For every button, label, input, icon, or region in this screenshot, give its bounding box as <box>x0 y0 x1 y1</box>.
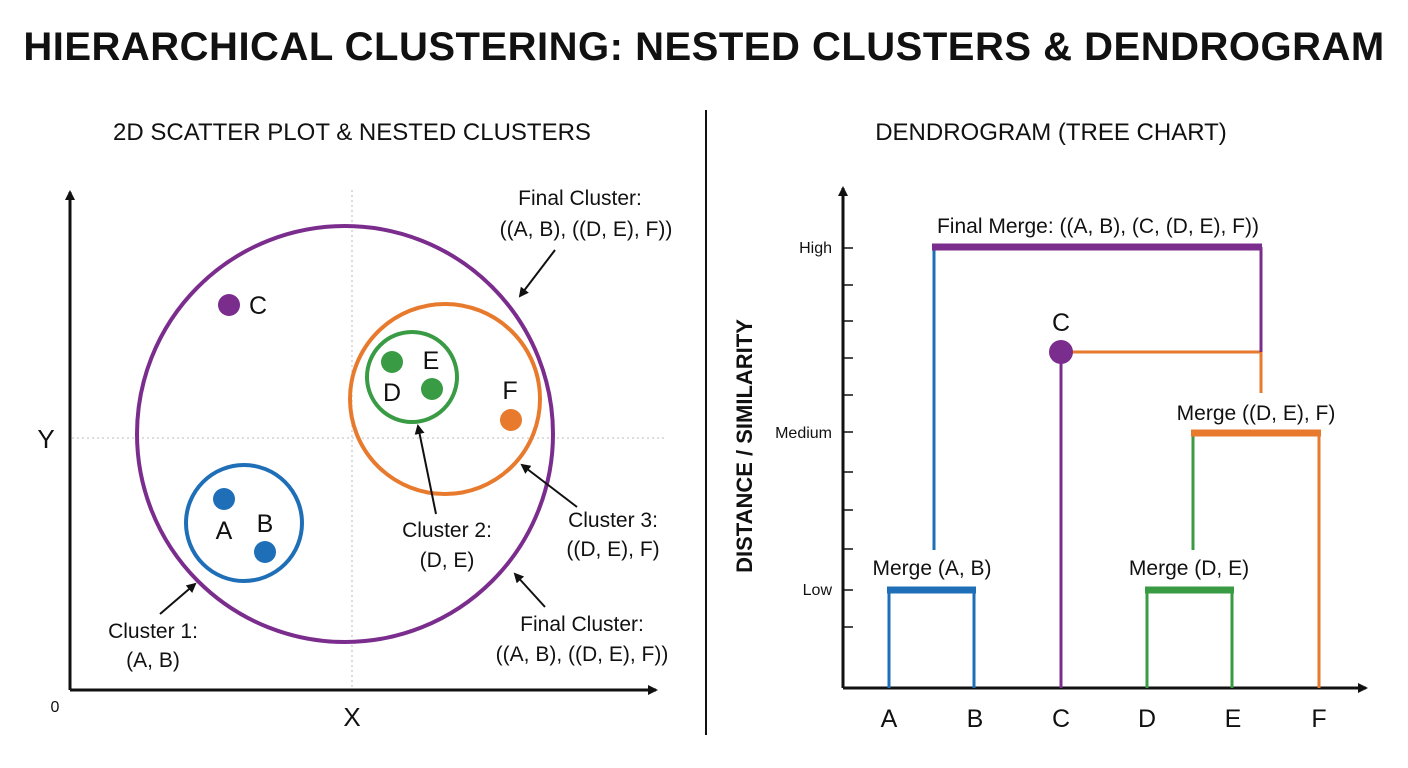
scatter-panel: 2D SCATTER PLOT & NESTED CLUSTERS Y X 0 … <box>37 119 672 732</box>
main-title: HIERARCHICAL CLUSTERING: NESTED CLUSTERS… <box>23 25 1384 69</box>
tick-label-low: Low <box>803 582 833 599</box>
point-a <box>213 488 235 510</box>
svg-text:((D, E), F): ((D, E), F) <box>566 538 659 561</box>
dendrogram-y-axis-title: DISTANCE / SIMILARITY <box>732 319 757 573</box>
final-cluster-annotation-bottom: Final Cluster: ((A, B), ((D, E), F)) <box>496 572 669 666</box>
point-a-label: A <box>216 517 233 545</box>
svg-text:((A, B), ((D, E), F)): ((A, B), ((D, E), F)) <box>500 218 673 241</box>
tick-label-medium: Medium <box>775 425 832 442</box>
cluster-3-arrow <box>520 463 578 508</box>
final-cluster-annotation-top: Final Cluster: ((A, B), ((D, E), F)) <box>500 187 673 298</box>
final-cluster-circle <box>135 224 555 644</box>
leaf-label-b: B <box>967 705 984 733</box>
svg-text:Cluster 3:: Cluster 3: <box>568 509 658 532</box>
point-f-label: F <box>502 377 517 405</box>
leaf-c-node <box>1049 340 1073 364</box>
svg-text:(D, E): (D, E) <box>420 549 475 572</box>
final-cluster-arrow-top <box>518 249 556 298</box>
leaf-label-d: D <box>1138 705 1156 733</box>
point-e <box>421 378 443 400</box>
svg-text:(A, B): (A, B) <box>126 649 180 672</box>
point-c-label: C <box>249 292 267 320</box>
scatter-x-axis-label: X <box>343 702 360 732</box>
cluster-2-circle <box>365 330 459 424</box>
dendrogram-title: DENDROGRAM (TREE CHART) <box>875 119 1227 146</box>
point-d-label: D <box>383 379 401 407</box>
merge-ab-link <box>887 247 976 688</box>
cluster-1-annotation: Cluster 1: (A, B) <box>108 582 198 672</box>
cluster-2-arrow <box>414 424 437 515</box>
leaf-label-a: A <box>881 705 898 733</box>
point-f <box>500 409 522 431</box>
svg-text:((A, B), ((D, E), F)): ((A, B), ((D, E), F)) <box>496 643 669 666</box>
leaf-label-c: C <box>1052 705 1070 733</box>
final-merge-label: Final Merge: ((A, B), (C, (D, E), F)) <box>937 215 1259 238</box>
svg-text:Final Cluster:: Final Cluster: <box>520 613 644 636</box>
cluster-1-arrow <box>159 582 197 615</box>
svg-text:Cluster 1:: Cluster 1: <box>108 620 198 643</box>
scatter-origin-label: 0 <box>51 699 60 716</box>
final-merge-link <box>932 243 1263 352</box>
merge-def-link <box>1062 350 1321 688</box>
merge-de-link <box>1145 433 1234 688</box>
merge-ab-label: Merge (A, B) <box>872 557 991 580</box>
merge-de-label: Merge (D, E) <box>1129 557 1249 580</box>
cluster-3-annotation: Cluster 3: ((D, E), F) <box>520 463 660 561</box>
cluster-3-circle <box>348 302 542 496</box>
point-b <box>254 541 276 563</box>
cluster-1-circle <box>184 463 304 583</box>
scatter-y-axis-label: Y <box>37 424 54 454</box>
scatter-title: 2D SCATTER PLOT & NESTED CLUSTERS <box>113 119 591 146</box>
dendrogram-ticks <box>843 247 853 628</box>
cluster-2-annotation: Cluster 2: (D, E) <box>402 424 492 572</box>
point-b-label: B <box>257 510 274 538</box>
svg-text:Final Cluster:: Final Cluster: <box>518 187 642 210</box>
leaf-label-f: F <box>1311 705 1326 733</box>
dendrogram-panel: DENDROGRAM (TREE CHART) DISTANCE / SIMIL… <box>732 119 1368 733</box>
tick-label-high: High <box>799 240 832 257</box>
leaf-label-e: E <box>1225 705 1242 733</box>
point-d <box>381 351 403 373</box>
final-cluster-arrow-bottom <box>513 572 546 608</box>
svg-text:Cluster 2:: Cluster 2: <box>402 519 492 542</box>
leaf-c-node-label: C <box>1052 309 1070 337</box>
merge-def-label: Merge ((D, E), F) <box>1177 402 1336 425</box>
point-e-label: E <box>423 347 440 375</box>
point-c <box>218 294 240 316</box>
